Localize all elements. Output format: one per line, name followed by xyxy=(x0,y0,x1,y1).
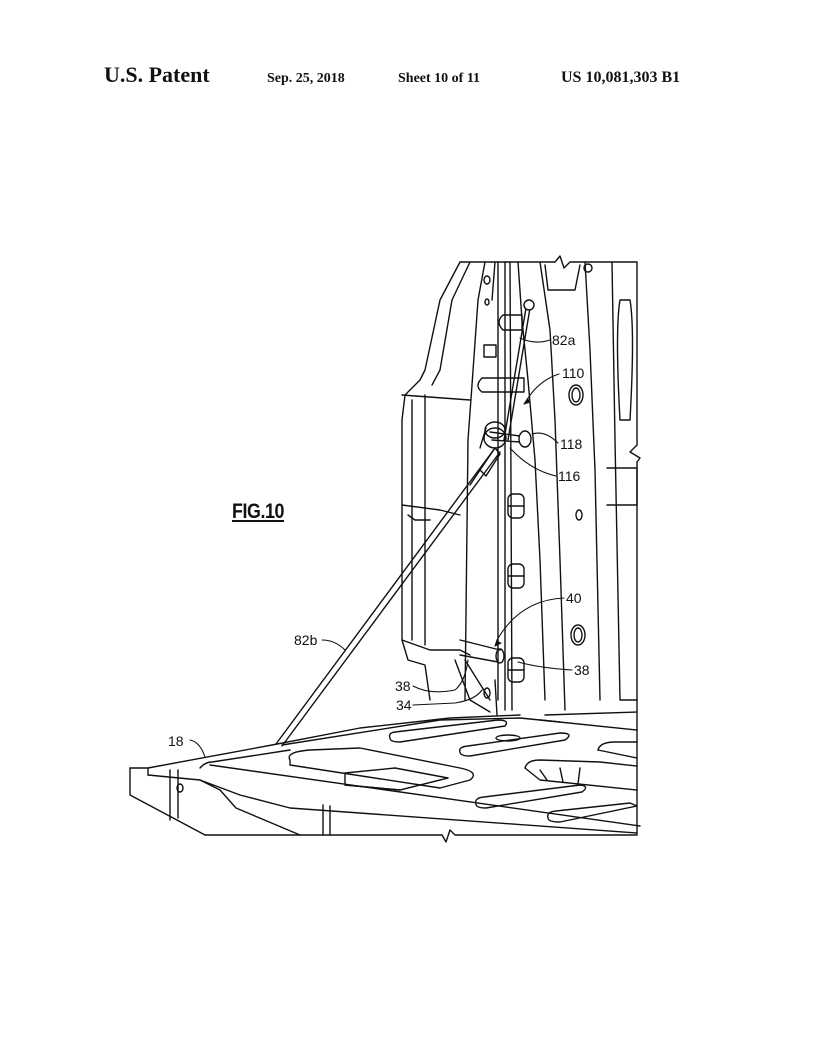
pillar xyxy=(464,261,638,711)
figure-label: FIG.10 xyxy=(232,500,285,523)
bed-floor xyxy=(129,711,641,836)
ref-18: 18 xyxy=(168,733,184,749)
drawing-frame xyxy=(204,255,641,843)
leader-lines xyxy=(189,337,573,758)
pivot-assembly xyxy=(479,421,532,449)
ref-118: 118 xyxy=(560,436,583,452)
cable-82a xyxy=(503,299,535,441)
patent-number: US 10,081,303 B1 xyxy=(561,69,681,86)
ref-110: 110 xyxy=(562,365,585,381)
patent-header-title: U.S. Patent xyxy=(104,62,210,87)
cable-82b xyxy=(275,447,501,747)
ref-34: 34 xyxy=(396,697,412,713)
side-panel xyxy=(401,261,471,701)
pillar-holes xyxy=(483,275,586,646)
ref-40: 40 xyxy=(566,590,582,606)
sheet-number: Sheet 10 of 11 xyxy=(398,71,481,86)
ref-38-right: 38 xyxy=(574,662,590,678)
patent-date: Sep. 25, 2018 xyxy=(267,71,345,86)
ref-82b: 82b xyxy=(294,632,318,648)
bracket-34 xyxy=(454,639,505,716)
striker-slots xyxy=(477,314,525,683)
ref-82a: 82a xyxy=(552,332,576,348)
ref-116: 116 xyxy=(558,468,581,484)
ref-38-left: 38 xyxy=(395,678,411,694)
